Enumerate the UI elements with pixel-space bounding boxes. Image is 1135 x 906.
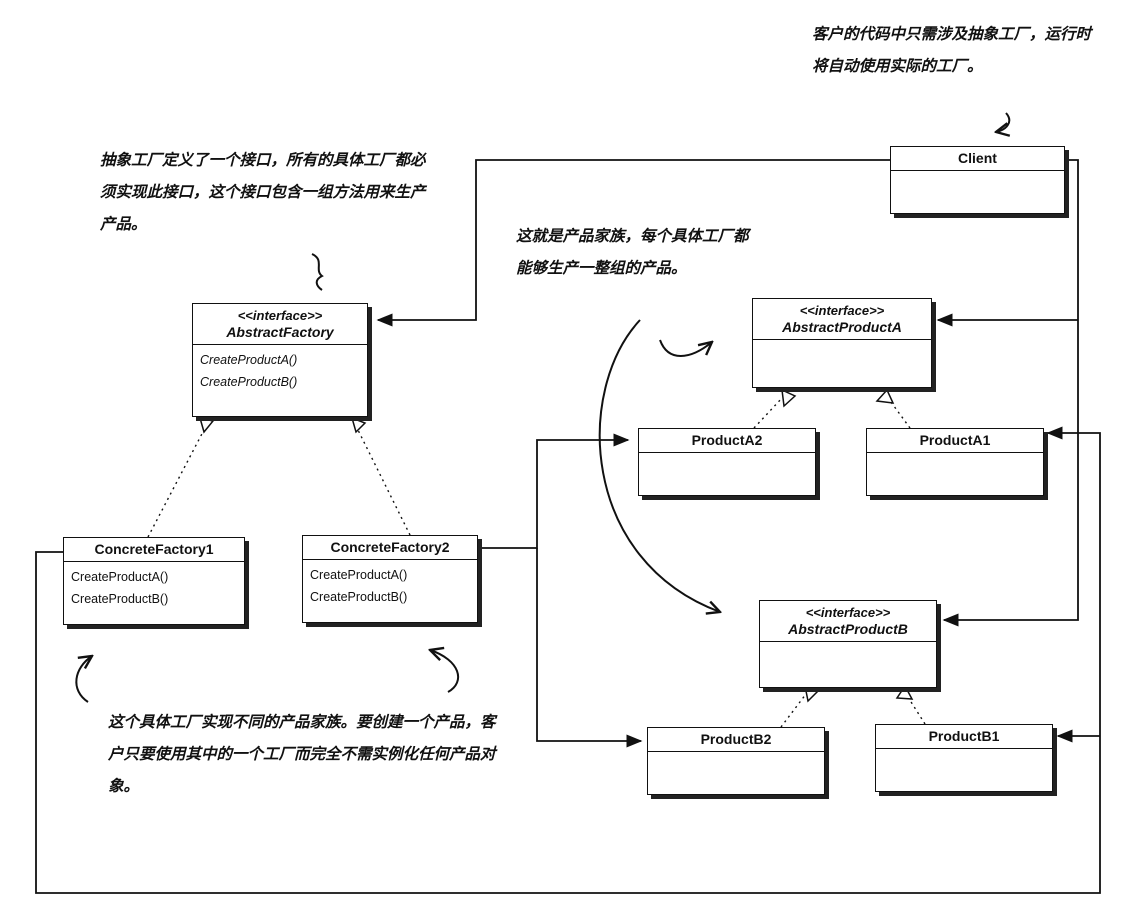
class-name: ConcreteFactory2	[303, 536, 477, 560]
realization-triangle	[198, 416, 215, 434]
stereotype-label: <<interface>>	[799, 303, 885, 318]
realization-triangle	[803, 684, 820, 703]
abstractfactory-interface[interactable]: <<interface>> AbstractFactory CreateProd…	[192, 303, 368, 417]
class-name: ProductB1	[876, 725, 1052, 749]
concretefactory-note: 这个具体工厂实现不同的产品家族。要创建一个产品，客户只要使用其中的一个工厂而完全…	[108, 712, 496, 795]
class-header: <<interface>> AbstractProductA	[753, 299, 931, 340]
product-family-note: 这就是产品家族，每个具体工厂都能够生产一整组的产品。	[516, 226, 749, 277]
concretefactory1-to-products-association	[35, 426, 1101, 894]
operation: CreateProductA()	[310, 568, 408, 582]
class-header: <<interface>> AbstractProductB	[760, 601, 936, 642]
class-name: ConcreteFactory1	[64, 538, 244, 562]
abstractproducta-interface[interactable]: <<interface>> AbstractProductA	[752, 298, 932, 388]
class-name: AbstractProductB	[788, 621, 908, 637]
operations: CreateProductA() CreateProductB()	[64, 562, 244, 614]
cf1-realizes-abstractfactory	[147, 427, 206, 538]
operation: CreateProductB()	[71, 592, 169, 606]
realization-triangle	[875, 388, 895, 404]
producta1-class[interactable]: ProductA1	[866, 428, 1044, 496]
operation: CreateProductA()	[71, 570, 169, 584]
class-header: <<interface>> AbstractFactory	[193, 304, 367, 345]
a2-realizes-abstractproducta	[753, 397, 783, 429]
operation: CreateProductB()	[310, 590, 408, 604]
b2-realizes-abstractproductb	[780, 693, 807, 728]
abstractfactory-note: 抽象工厂定义了一个接口，所有的具体工厂都必须实现此接口，这个接口包含一组方法用来…	[100, 150, 426, 233]
realization-triangle	[350, 416, 367, 434]
producta2-class[interactable]: ProductA2	[638, 428, 816, 496]
cf2-realizes-abstractfactory	[356, 427, 411, 536]
abstractproductb-interface[interactable]: <<interface>> AbstractProductB	[759, 600, 937, 688]
operations: CreateProductA() CreateProductB()	[193, 345, 367, 397]
operation: CreateProductA()	[200, 353, 298, 367]
concretefactory1-class[interactable]: ConcreteFactory1 CreateProductA() Create…	[63, 537, 245, 625]
productb1-class[interactable]: ProductB1	[875, 724, 1053, 792]
concretefactory2-to-productb2-association	[536, 548, 643, 748]
class-name: AbstractProductA	[782, 319, 902, 335]
class-name: ProductA1	[867, 429, 1043, 453]
class-name: ProductA2	[639, 429, 815, 453]
realization-triangle	[895, 684, 914, 700]
productb2-class[interactable]: ProductB2	[647, 727, 825, 795]
cf1-note-pointer	[75, 656, 92, 703]
concretefactory2-to-products-association	[478, 433, 630, 549]
client-to-abstractfactory-association	[376, 159, 890, 327]
client-to-abstractproducts-association	[942, 159, 1079, 627]
stereotype-label: <<interface>>	[805, 605, 891, 620]
class-name: Client	[891, 147, 1064, 171]
operations: CreateProductA() CreateProductB()	[303, 560, 477, 612]
product-family-curve	[598, 319, 720, 612]
client-note: 客户的代码中只需涉及抽象工厂，运行时将自动使用实际的工厂。	[812, 24, 1092, 75]
client-note-pointer	[996, 112, 1011, 132]
class-name: ProductB2	[648, 728, 824, 752]
concretefactory2-class[interactable]: ConcreteFactory2 CreateProductA() Create…	[302, 535, 478, 623]
product-family-hook	[659, 339, 712, 357]
realization-triangle	[781, 388, 797, 408]
operation: CreateProductB()	[200, 375, 298, 389]
abstractfactory-note-pointer	[311, 253, 324, 291]
class-name: AbstractFactory	[226, 324, 334, 340]
cf2-note-pointer	[430, 650, 459, 693]
client-class[interactable]: Client	[890, 146, 1065, 214]
stereotype-label: <<interface>>	[237, 308, 323, 323]
